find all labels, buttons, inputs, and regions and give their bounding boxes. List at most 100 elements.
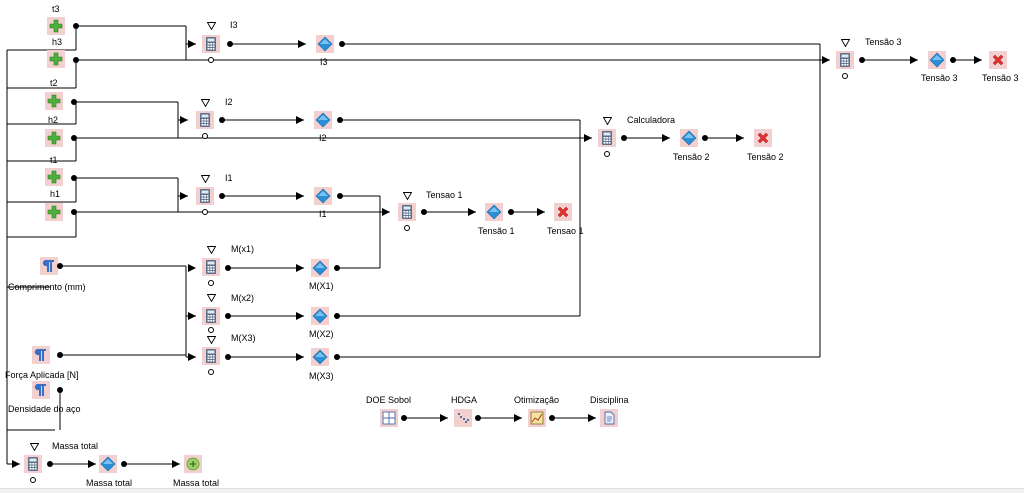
calculator-mx3-node[interactable]	[202, 347, 220, 365]
output-i2-node[interactable]	[314, 111, 332, 129]
label-mx1-calc: M(x1)	[231, 244, 254, 254]
output-port[interactable]	[334, 265, 340, 271]
input-i1-node[interactable]	[45, 203, 63, 221]
output-port[interactable]	[334, 313, 340, 319]
input-h1-node[interactable]	[45, 168, 63, 186]
parameter-densidade-node[interactable]	[32, 381, 50, 399]
plus-icon	[47, 94, 61, 108]
output-tensao3-node[interactable]	[928, 51, 946, 69]
objective-massa-node[interactable]	[184, 455, 202, 473]
output-port[interactable]	[71, 209, 77, 215]
output-tensao2-node[interactable]	[680, 129, 698, 147]
status-indicator	[202, 133, 208, 139]
constraint-tensao2-node[interactable]	[754, 129, 772, 147]
label-comprimento: Comprimento (mm)	[8, 282, 86, 292]
output-port[interactable]	[73, 23, 79, 29]
output-tensao1-node[interactable]	[485, 203, 503, 221]
output-port[interactable]	[73, 57, 79, 63]
calculator-icon	[602, 131, 612, 145]
output-port[interactable]	[549, 415, 555, 421]
parameter-forca-node[interactable]	[32, 346, 50, 364]
output-port[interactable]	[702, 135, 708, 141]
output-port[interactable]	[121, 461, 127, 467]
calculator-i3-node[interactable]	[202, 35, 220, 53]
output-port[interactable]	[950, 57, 956, 63]
calculator-icon	[206, 260, 216, 274]
calculator-icon	[206, 349, 216, 363]
calculator-mx2-node[interactable]	[202, 307, 220, 325]
label-tensao1-calc: Tensao 1	[426, 190, 463, 200]
calculator-icon	[28, 457, 38, 471]
output-port[interactable]	[219, 193, 225, 199]
output-port[interactable]	[219, 117, 225, 123]
label-output-massa: Massa total	[86, 478, 133, 488]
output-port[interactable]	[47, 461, 53, 467]
output-port[interactable]	[57, 352, 63, 358]
status-indicator	[208, 280, 214, 286]
otimizacao-node[interactable]	[528, 409, 546, 427]
output-port[interactable]	[337, 117, 343, 123]
output-port[interactable]	[225, 313, 231, 319]
doe-sobol-node[interactable]	[380, 409, 398, 427]
label-output-mx1: M(X1)	[309, 281, 334, 291]
calculator-mx1-node[interactable]	[202, 258, 220, 276]
label-output-tensao1: Tensão 1	[478, 226, 515, 236]
hdga-node[interactable]	[454, 409, 472, 427]
disciplina-node[interactable]	[600, 409, 618, 427]
output-port[interactable]	[71, 99, 77, 105]
output-port[interactable]	[421, 209, 427, 215]
output-port[interactable]	[57, 263, 63, 269]
input-t1-node[interactable]	[45, 129, 63, 147]
output-mx1-node[interactable]	[311, 259, 329, 277]
output-port[interactable]	[334, 354, 340, 360]
parameter-comprimento-node[interactable]	[40, 257, 58, 275]
output-port[interactable]	[475, 415, 481, 421]
label-calculator-i2: I2	[225, 97, 233, 107]
label-output-i2: I2	[319, 133, 327, 143]
label-output-i3: I3	[320, 57, 328, 67]
output-port[interactable]	[227, 41, 233, 47]
calculator-tensao1-node[interactable]	[398, 203, 416, 221]
output-port[interactable]	[508, 209, 514, 215]
input-t3-h3-node[interactable]	[47, 17, 65, 35]
label-calculator-i1: I1	[225, 173, 233, 183]
calculator-tensao3-node[interactable]	[836, 51, 854, 69]
output-massa-node[interactable]	[99, 455, 117, 473]
calculator-i1-node[interactable]	[196, 187, 214, 205]
output-port[interactable]	[225, 265, 231, 271]
output-port[interactable]	[339, 41, 345, 47]
label-mx3-calc: M(X3)	[231, 333, 256, 343]
input-h2-node[interactable]	[45, 92, 63, 110]
output-mx2-node[interactable]	[311, 307, 329, 325]
output-port[interactable]	[57, 387, 63, 393]
output-port[interactable]	[337, 193, 343, 199]
label-objective-massa: Massa total	[173, 478, 220, 488]
calculator-i2-node[interactable]	[196, 111, 214, 129]
output-port[interactable]	[621, 135, 627, 141]
diamond-icon	[681, 130, 697, 146]
input-t2-node[interactable]	[47, 50, 65, 68]
output-i1-node[interactable]	[314, 187, 332, 205]
diamond-icon	[315, 188, 331, 204]
calculator-massa-node[interactable]	[24, 455, 42, 473]
output-port[interactable]	[225, 354, 231, 360]
calculator-icon	[402, 205, 412, 219]
output-port[interactable]	[859, 57, 865, 63]
label-output-mx3: M(X3)	[309, 371, 334, 381]
output-mx3-node[interactable]	[311, 348, 329, 366]
output-port[interactable]	[401, 415, 407, 421]
calculator-icon	[206, 309, 216, 323]
calculator-icon	[200, 189, 210, 203]
output-i3-node[interactable]	[316, 35, 334, 53]
constraint-tensao3-node[interactable]	[989, 51, 1007, 69]
parameter-icon	[34, 349, 46, 361]
output-port[interactable]	[71, 175, 77, 181]
calculator-icon	[200, 113, 210, 127]
status-indicator	[604, 151, 610, 157]
calculator-tensao2-node[interactable]	[598, 129, 616, 147]
label-h1: h1	[50, 189, 61, 199]
label-t1: t1	[50, 155, 58, 165]
constraint-tensao1-node[interactable]	[554, 203, 572, 221]
output-port[interactable]	[71, 135, 77, 141]
